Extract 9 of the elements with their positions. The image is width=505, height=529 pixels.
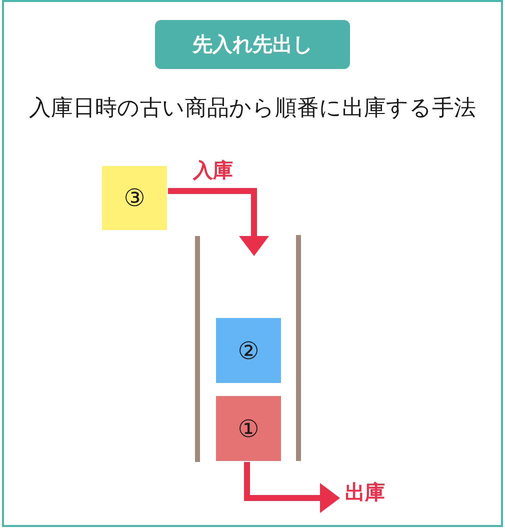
stock-item: ①: [216, 396, 281, 461]
edge-label: 出庫: [343, 479, 387, 505]
arrow: [244, 462, 340, 513]
subtitle: 入庫日時の古い商品から順番に出庫する手法: [28, 95, 477, 123]
stock-item: ②: [216, 318, 281, 383]
arrow: [168, 188, 269, 256]
title-banner: 先入れ先出し: [155, 20, 350, 69]
stock-item: ③: [102, 166, 167, 230]
edge-label: 入庫: [191, 157, 235, 183]
